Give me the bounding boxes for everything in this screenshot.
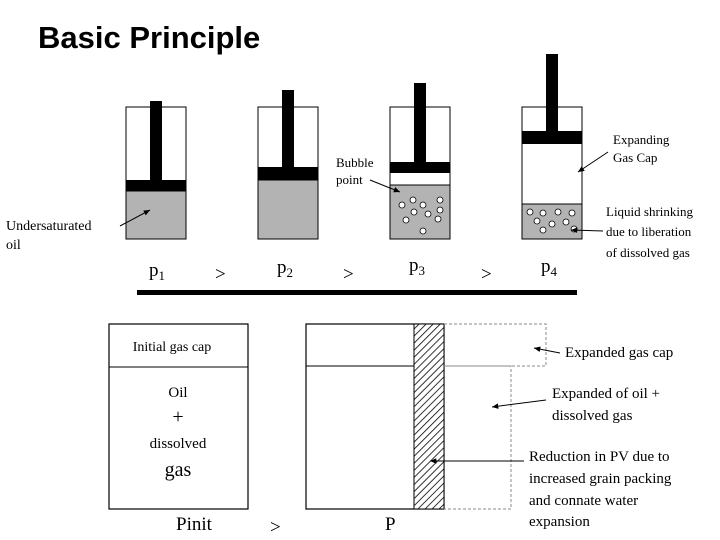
greater-than-3: >: [481, 264, 492, 285]
arrow-expanded-oil: [491, 399, 547, 409]
cylinder-2: [257, 90, 319, 240]
label-expanding-line2: Gas Cap: [613, 150, 657, 165]
pressure-label-1: p1: [149, 260, 165, 283]
cylinder-2-liquid: [257, 179, 319, 240]
label-reduction-line3: and connate water: [529, 493, 638, 509]
cylinder-1: [125, 101, 187, 240]
label-bubble-point-line2: point: [336, 172, 363, 187]
cylinder-2-piston-head: [258, 167, 318, 180]
greater-than-2: >: [343, 264, 354, 285]
reservoir-initial: Initial gas cap Oil + dissolved gas: [108, 323, 249, 510]
label-expanded-oil-line2: dissolved gas: [552, 408, 633, 424]
pore-volume-reduction-zone: [413, 323, 445, 510]
divider-bar: [137, 290, 577, 295]
cylinder-1-piston-rod: [150, 101, 162, 181]
reservoir-depleted: [305, 323, 547, 510]
greater-than-bottom: >: [270, 517, 281, 538]
label-reduction-line2: increased grain packing: [529, 471, 672, 487]
expanded-gas-cap-outline: [444, 323, 547, 367]
cylinder-4: [521, 54, 583, 240]
label-undersaturated-line2: oil: [6, 238, 21, 253]
expanded-oil-outline: [444, 365, 512, 510]
arrow-undersaturated: [119, 209, 151, 227]
oil-text-line3: dissolved: [150, 436, 207, 452]
arrow-liquid-shrinking: [570, 227, 604, 233]
cylinder-2-piston-rod: [282, 90, 294, 168]
arrow-bubble-point: [369, 179, 401, 193]
initial-gas-cap-label: Initial gas cap: [133, 340, 212, 355]
label-expanding-line1: Expanding: [613, 132, 670, 147]
label-liquid-shrinking-line1: Liquid shrinking: [606, 204, 694, 219]
label-liquid-shrinking-line2: due to liberation: [606, 224, 692, 239]
arrow-expanding-gas-cap: [577, 151, 609, 173]
pressure-label-2: p2: [277, 257, 293, 280]
page-title: Basic Principle: [38, 20, 261, 55]
label-liquid-shrinking-line3: of dissolved gas: [606, 245, 690, 260]
label-undersaturated-line1: Undersaturated: [6, 219, 92, 234]
label-expanded-gas-cap: Expanded gas cap: [565, 345, 673, 361]
label-reduction-line4: expansion: [529, 514, 590, 530]
label-expanded-oil-line1: Expanded of oil +: [552, 386, 660, 402]
oil-text-line4: gas: [165, 459, 192, 481]
label-p: P: [385, 514, 396, 535]
label-bubble-point-line1: Bubble: [336, 155, 374, 170]
greater-than-1: >: [215, 264, 226, 285]
cylinder-3-piston-head: [390, 162, 450, 173]
cylinder-4-piston-rod: [546, 54, 558, 132]
cylinder-3-piston-rod: [414, 83, 426, 163]
cylinder-3: [389, 83, 451, 240]
cylinder-4-piston-head: [522, 131, 582, 144]
pressure-label-4: p4: [541, 256, 558, 279]
cylinder-1-piston-head: [126, 180, 186, 191]
oil-text-line1: Oil: [168, 385, 187, 401]
arrow-expanded-gas-cap: [533, 346, 561, 354]
label-pinit: Pinit: [176, 514, 213, 535]
cylinder-1-liquid: [125, 190, 187, 240]
reservoir-initial-box: [108, 323, 249, 510]
pressure-label-3: p3: [409, 255, 425, 278]
oil-text-line2: +: [172, 406, 183, 428]
cylinder-3-bubbles: [398, 196, 444, 235]
label-reduction-line1: Reduction in PV due to: [529, 449, 670, 465]
